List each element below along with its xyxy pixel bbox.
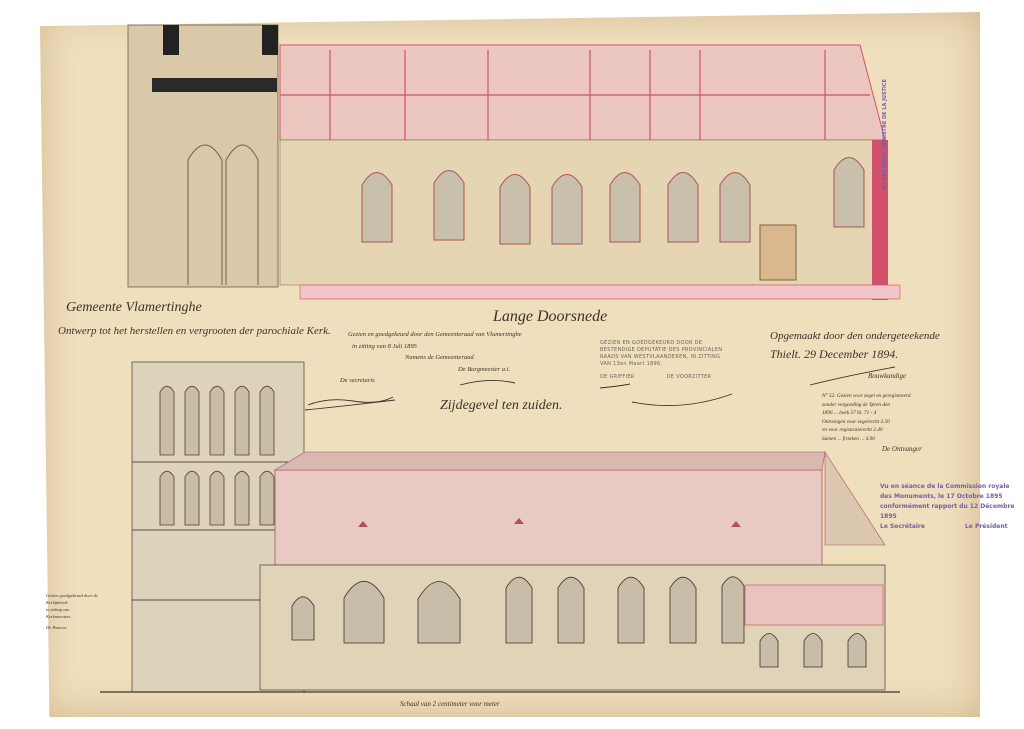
left-note: Gezien goedgekeurd door de Kerkfabriek i… bbox=[46, 593, 98, 630]
tower-window bbox=[234, 470, 250, 526]
tower-window bbox=[184, 470, 200, 526]
tower-window bbox=[159, 385, 175, 456]
tower-window bbox=[209, 385, 225, 456]
long-section-drawing bbox=[127, 24, 901, 300]
tower-window bbox=[159, 470, 175, 526]
window bbox=[759, 633, 779, 668]
window bbox=[505, 576, 533, 644]
tower-arches bbox=[187, 144, 259, 285]
sacristy-roof bbox=[744, 584, 884, 626]
window bbox=[609, 172, 641, 243]
altar bbox=[759, 224, 797, 281]
window bbox=[617, 576, 645, 644]
tower-window bbox=[234, 385, 250, 456]
tower-wall-black bbox=[163, 25, 179, 55]
municipality-title: Gemeente Vlamertinghe bbox=[66, 300, 202, 315]
window bbox=[803, 633, 823, 668]
window bbox=[719, 172, 751, 243]
provincial-stamp: GEZIEN EN GOEDGEKEURD DOOR DE BESTENDIGE… bbox=[600, 340, 723, 380]
window bbox=[667, 172, 699, 243]
tower-window bbox=[209, 470, 225, 526]
elevation-title: Zijdegevel ten zuiden. bbox=[440, 398, 563, 413]
window bbox=[551, 174, 583, 245]
nave-roof bbox=[274, 469, 823, 566]
tower-window bbox=[259, 470, 275, 526]
project-title: Ontwerp tot het herstellen en vergrooten… bbox=[58, 325, 331, 337]
tower-wall-black bbox=[262, 25, 278, 55]
window bbox=[833, 157, 865, 228]
window bbox=[557, 576, 585, 644]
window bbox=[433, 170, 465, 241]
tower-window bbox=[259, 385, 275, 456]
window bbox=[847, 633, 867, 668]
roof-ridge bbox=[273, 451, 826, 471]
window bbox=[361, 172, 393, 243]
ministry-stamp: VU PAR NOUS, MINISTRE DE LA JUSTICE bbox=[882, 79, 888, 190]
section-title: Lange Doorsnede bbox=[493, 308, 608, 325]
south-elevation-drawing bbox=[100, 361, 900, 693]
window bbox=[291, 596, 315, 641]
register-note: N° 52. Gezien voor zegel en geregistreer… bbox=[822, 393, 922, 453]
wall-section-red bbox=[872, 140, 888, 300]
tower-floor-beam bbox=[152, 78, 277, 92]
choir-roof bbox=[824, 450, 886, 546]
signatures bbox=[304, 366, 896, 411]
window bbox=[669, 576, 697, 644]
commission-stamp: Vu en séance de la Commission royale des… bbox=[880, 483, 1015, 530]
tower-window bbox=[184, 385, 200, 456]
roof-dormers bbox=[358, 518, 741, 527]
foundation bbox=[299, 284, 901, 300]
scale-label: Schaal van 2 centimeter voor meter bbox=[400, 700, 500, 708]
window bbox=[499, 174, 531, 245]
window bbox=[721, 576, 745, 644]
window bbox=[343, 581, 385, 644]
tower-section bbox=[127, 24, 279, 288]
roof-truss bbox=[279, 44, 886, 141]
window bbox=[417, 581, 461, 644]
